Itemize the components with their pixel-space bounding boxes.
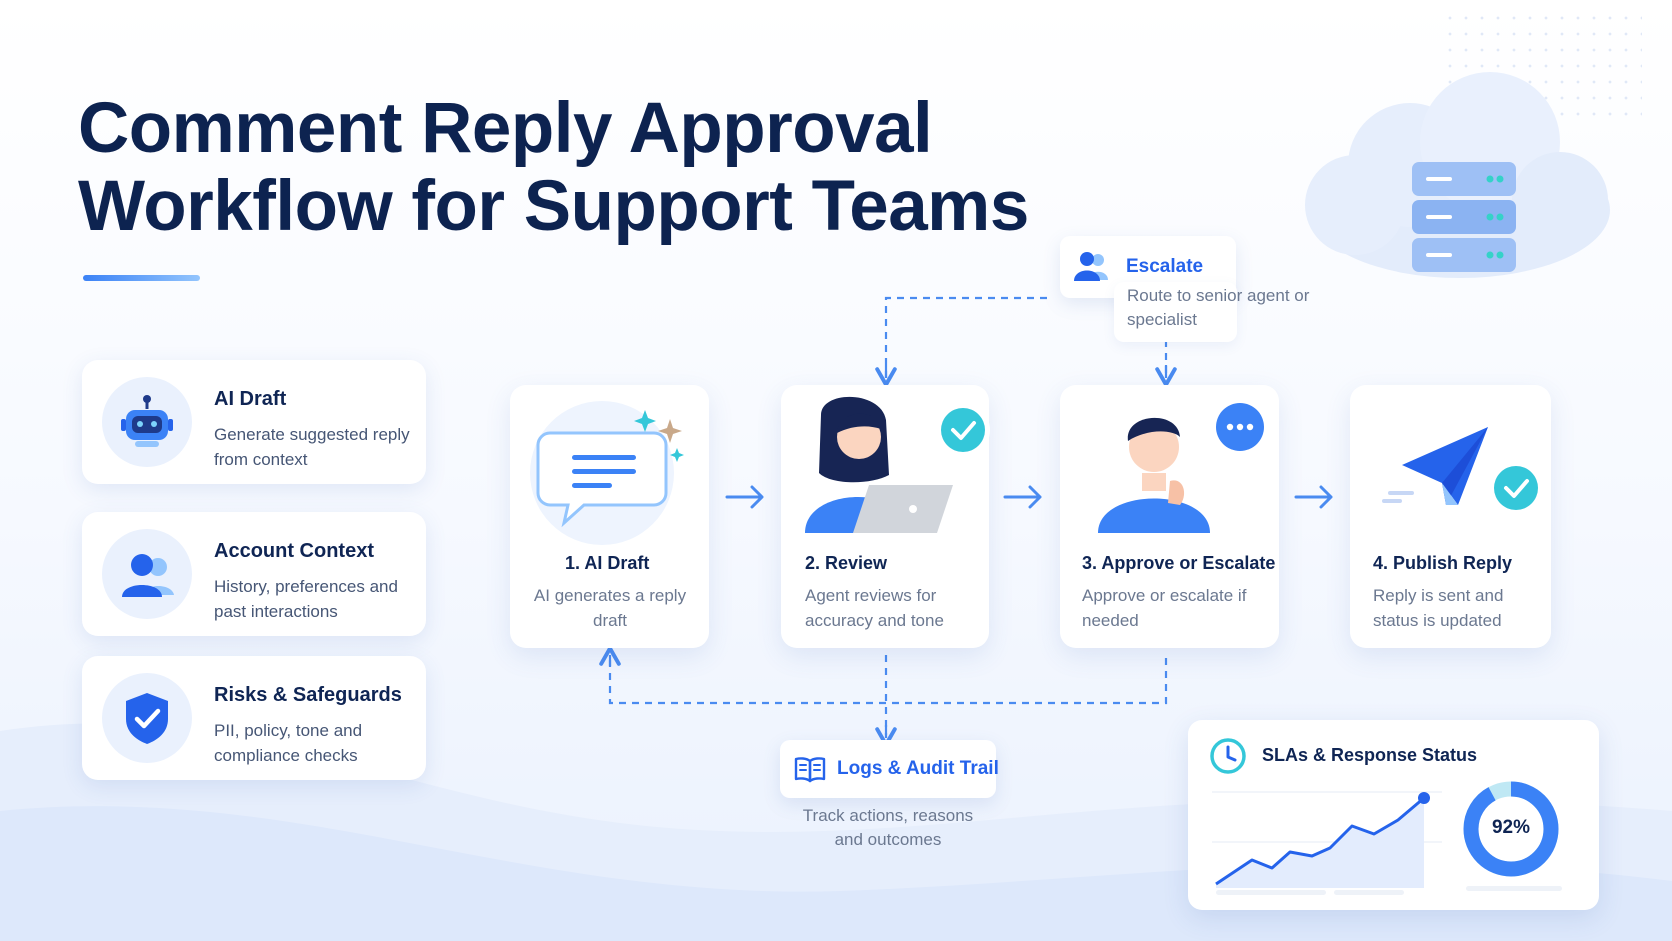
chat-draft-icon <box>530 401 684 545</box>
logs-desc: Track actions, reasons and outcomes <box>802 806 974 849</box>
book-icon <box>794 757 826 783</box>
step-title: 2. Review <box>805 553 888 573</box>
title-line-1: Comment Reply Approval <box>78 89 933 168</box>
step-card-approve-escalate: 3. Approve or Escalate Approve or escala… <box>1060 385 1279 648</box>
sla-card: SLAs & Response Status 92% <box>1188 720 1599 910</box>
escalate-desc-box <box>1114 282 1237 342</box>
sla-trend-chart <box>1212 791 1442 895</box>
title-line-2: Workflow for Support Teams <box>78 167 1029 246</box>
escalate-desc: Route to senior agent or specialist <box>1127 286 1310 329</box>
cloud-server-icon <box>1305 72 1610 278</box>
side-card-title: Account Context <box>214 540 374 562</box>
paper-plane-icon <box>1382 427 1543 515</box>
logs-label: Logs & Audit Trail <box>837 758 999 779</box>
thinking-agent-icon <box>1098 398 1269 533</box>
users-icon <box>1074 252 1108 281</box>
sla-title: SLAs & Response Status <box>1262 745 1478 765</box>
side-card-title: AI Draft <box>214 388 287 410</box>
side-card-desc: PII, policy, tone and compliance checks <box>214 721 363 765</box>
clock-icon <box>1210 738 1246 774</box>
shield-check-icon <box>102 673 192 763</box>
users-icon <box>102 529 192 619</box>
step-card-ai-draft: 1. AI Draft AI generates a reply draft <box>510 385 709 648</box>
side-card-account-context: Account Context History, preferences and… <box>82 512 426 636</box>
side-card-risks-safeguards: Risks & Safeguards PII, policy, tone and… <box>82 656 426 780</box>
escalate-label: Escalate <box>1126 256 1204 277</box>
step-title: 1. AI Draft <box>565 553 650 573</box>
sla-donut-chart <box>1463 781 1559 877</box>
side-card-desc: Generate suggested reply from context <box>214 425 410 469</box>
title-underline <box>83 275 200 281</box>
sla-percentage: 92% <box>1491 817 1531 838</box>
step-desc: Agent reviews for accuracy and tone <box>805 586 944 630</box>
step-desc: AI generates a reply draft <box>533 586 687 630</box>
reviewer-laptop-icon <box>805 396 990 533</box>
logs-audit-badge: Logs & Audit Trail <box>780 740 999 798</box>
sla-bar-placeholder <box>1466 886 1562 891</box>
step-card-publish-reply: 4. Publish Reply Reply is sent and statu… <box>1350 385 1551 648</box>
step-title: 3. Approve or Escalate <box>1082 553 1276 573</box>
side-card-ai-draft: AI Draft Generate suggested reply from c… <box>82 360 426 484</box>
robot-icon <box>102 377 192 467</box>
step-card-review: 2. Review Agent reviews for accuracy and… <box>781 385 990 648</box>
step-title: 4. Publish Reply <box>1373 553 1513 573</box>
page-title: Comment Reply Approval Workflow for Supp… <box>78 90 1029 246</box>
side-card-desc: History, preferences and past interactio… <box>214 577 398 621</box>
step-desc: Approve or escalate if needed <box>1082 586 1247 630</box>
side-card-title: Risks & Safeguards <box>214 684 402 706</box>
step-desc: Reply is sent and status is updated <box>1373 586 1504 630</box>
